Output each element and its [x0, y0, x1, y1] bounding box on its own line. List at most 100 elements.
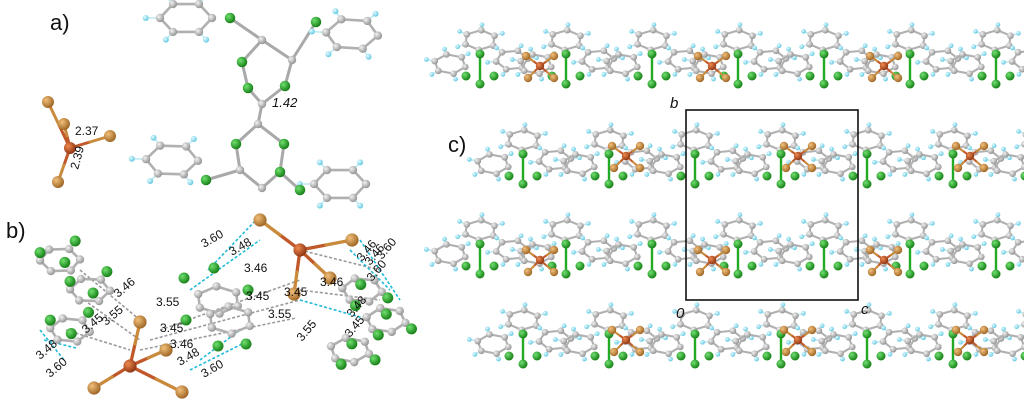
- carbon-atom: [534, 132, 541, 140]
- hydrogen-atom: [423, 57, 429, 62]
- carbon-atom: [670, 238, 678, 246]
- hydrogen-atom: [1016, 308, 1021, 314]
- chlorine-atom: [69, 235, 81, 247]
- bromine-atom: [253, 213, 267, 227]
- carbon-atom: [663, 222, 670, 230]
- carbon-atom: [1009, 170, 1016, 178]
- hydrogen-atom: [715, 171, 721, 177]
- carbon-atom: [536, 70, 543, 78]
- hydrogen-atom: [700, 46, 705, 52]
- contact-line: [79, 269, 141, 321]
- chlorine-atom: [819, 269, 829, 279]
- chlorine-atom: [833, 261, 843, 271]
- bromine-atom: [58, 118, 70, 130]
- hydrogen-atom: [539, 266, 544, 272]
- carbon-atom: [635, 221, 643, 228]
- hydrogen-atom: [357, 159, 364, 166]
- hydrogen-atom: [518, 43, 524, 49]
- chlorine-atom: [475, 239, 485, 249]
- bond: [228, 16, 264, 42]
- hydrogen-atom: [749, 335, 754, 341]
- hydrogen-atom: [835, 155, 840, 161]
- carbon-atom: [194, 289, 203, 299]
- carbon-atom: [907, 216, 915, 224]
- hydrogen-atom: [809, 51, 815, 56]
- carbon-atom: [836, 248, 844, 255]
- carbon-atom: [535, 338, 543, 345]
- carbon-atom: [707, 158, 715, 165]
- carbon-atom: [1020, 343, 1024, 351]
- contact-distance-label: 3.46: [170, 337, 194, 351]
- chlorine-atom: [690, 359, 700, 369]
- hydrogen-atom: [571, 326, 576, 332]
- carbon-atom: [692, 257, 700, 265]
- carbon-atom: [805, 63, 813, 71]
- bromine-atom: [609, 347, 619, 357]
- carbon-atom: [959, 50, 966, 58]
- carbon-atom: [633, 63, 641, 71]
- hydrogen-atom: [758, 71, 764, 77]
- hydrogen-atom: [332, 8, 339, 15]
- hydrogen-atom: [457, 218, 462, 224]
- carbon-atom: [735, 167, 743, 175]
- carbon-atom: [717, 345, 725, 353]
- hydrogen-atom: [958, 46, 963, 52]
- hydrogen-atom: [586, 261, 592, 267]
- bromine-atom: [721, 245, 731, 255]
- panel-c-label: c): [448, 132, 466, 157]
- hydrogen-atom: [887, 28, 892, 34]
- hydrogen-atom: [883, 266, 888, 272]
- carbon-atom: [673, 153, 681, 161]
- bond-length-label: 1.42: [272, 95, 298, 110]
- bromine-atom: [607, 325, 617, 335]
- hydrogen-atom: [895, 241, 901, 246]
- carbon-atom: [907, 167, 915, 175]
- chlorine-atom: [633, 71, 643, 81]
- hydrogen-atom: [543, 171, 549, 177]
- hydrogen-atom: [608, 302, 614, 308]
- carbon-atom: [864, 257, 872, 265]
- carbon-atom: [634, 40, 641, 48]
- hydrogen-atom: [766, 151, 772, 156]
- carbon-atom: [520, 257, 528, 265]
- chlorine-atom: [575, 71, 585, 81]
- hydrogen-atom: [758, 261, 764, 267]
- panel-c-packing: [423, 22, 1024, 369]
- carbon-atom: [692, 306, 700, 314]
- carbon-atom: [665, 170, 672, 178]
- carbon-atom: [592, 311, 600, 318]
- carbon-atom: [474, 157, 482, 165]
- chlorine-atom: [905, 79, 915, 89]
- carbon-atom: [674, 255, 682, 263]
- carbon-atom: [492, 248, 500, 255]
- hydrogen-atom: [758, 308, 763, 314]
- carbon-atom: [338, 283, 347, 293]
- chlorine-atom: [489, 71, 499, 81]
- hydrogen-atom: [948, 233, 954, 239]
- iron-atom: [879, 61, 889, 71]
- carbon-atom: [901, 147, 909, 155]
- chlorine-atom: [819, 49, 829, 59]
- chlorine-atom: [704, 351, 714, 361]
- chlorine-atom: [733, 269, 743, 279]
- hydrogen-atom: [767, 247, 773, 252]
- carbon-atom: [762, 163, 770, 171]
- hydrogen-atom: [627, 44, 633, 50]
- carbon-atom: [921, 222, 928, 230]
- hydrogen-atom: [921, 155, 926, 161]
- hydrogen-atom: [930, 128, 935, 134]
- hydrogen-atom: [500, 308, 505, 314]
- carbon-atom: [749, 222, 756, 230]
- hydrogen-atom: [754, 356, 759, 362]
- carbon-atom: [706, 312, 713, 320]
- carbon-atom: [557, 327, 565, 335]
- contact-distance-label: 3.55: [268, 307, 292, 321]
- hydrogen-atom: [852, 151, 858, 156]
- carbon-atom: [904, 157, 912, 165]
- carbon-atom: [692, 67, 700, 75]
- chlorine-atom: [977, 261, 987, 271]
- bromine-atom: [893, 267, 903, 277]
- hydrogen-atom: [620, 55, 625, 61]
- hydrogen-atom: [577, 155, 582, 161]
- hydrogen-atom: [543, 218, 548, 224]
